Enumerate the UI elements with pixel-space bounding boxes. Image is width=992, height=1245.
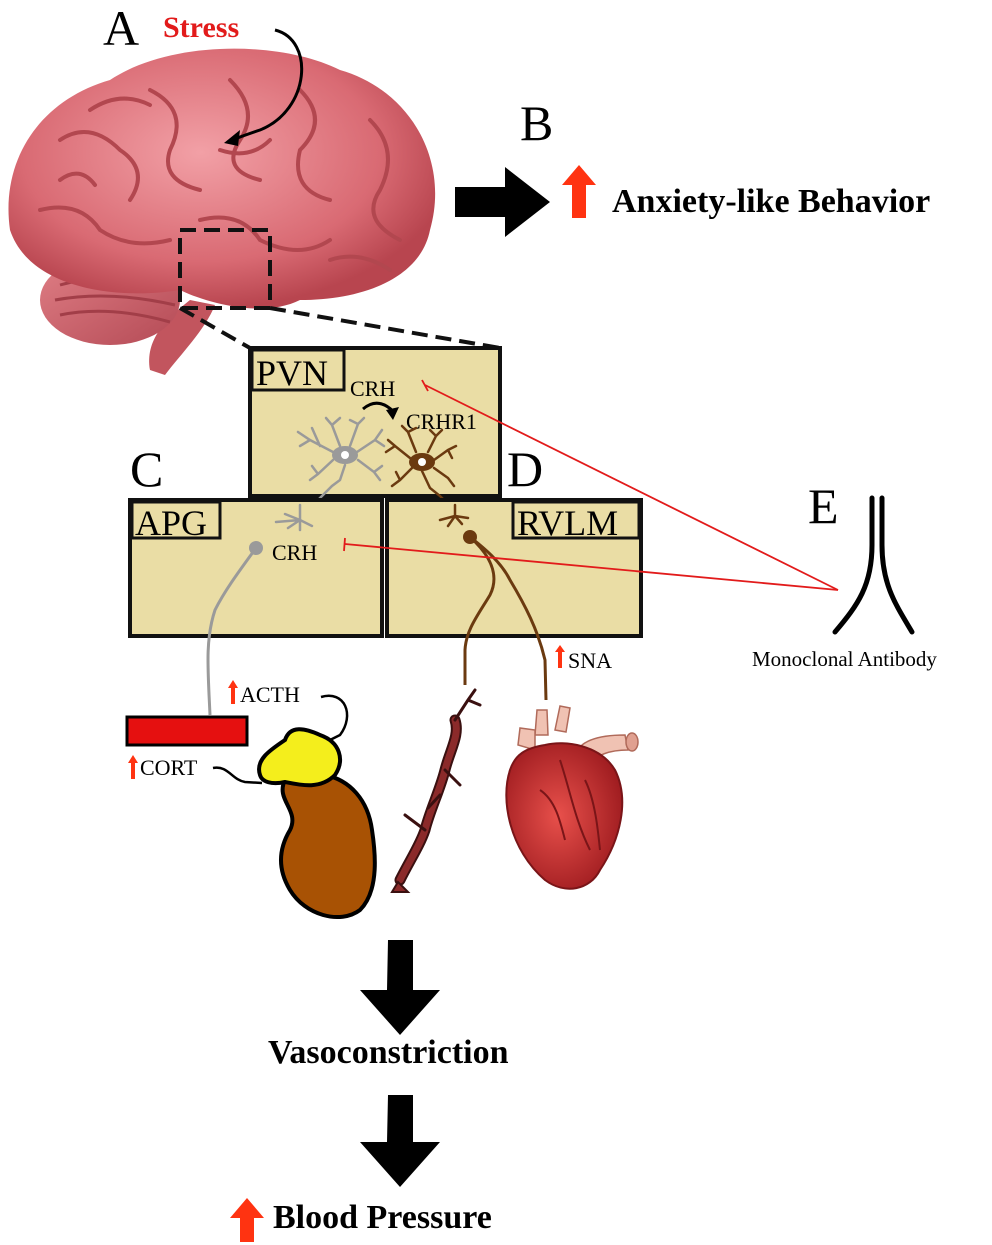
crh-pvn-label: CRH	[350, 376, 395, 401]
apg-label: APG	[135, 503, 207, 543]
blood-vessel-bar	[125, 715, 249, 747]
antibody-label: Monoclonal Antibody	[752, 647, 937, 671]
crhr1-terminal	[438, 503, 470, 528]
up-arrow-icon	[555, 645, 565, 668]
blood-pressure-label: Blood Pressure	[273, 1199, 492, 1236]
up-arrow-icon	[128, 755, 138, 779]
down-arrow-icon	[360, 940, 440, 1035]
sna-label: SNA	[568, 648, 612, 673]
up-arrow-icon	[562, 165, 596, 218]
crh-apg-label: CRH	[272, 540, 317, 565]
antibody-icon	[832, 495, 915, 635]
panel-d-letter: D	[507, 441, 543, 497]
panel-e-letter: E	[808, 478, 839, 534]
rvlm-label: RVLM	[517, 503, 618, 543]
anxiety-label: Anxiety-like Behavior	[612, 183, 930, 220]
up-arrow-icon	[230, 1198, 264, 1242]
cort-label: CORT	[140, 755, 198, 780]
panel-c-letter: C	[130, 441, 163, 497]
pvn-label: PVN	[256, 353, 328, 393]
up-arrow-icon	[228, 680, 238, 704]
antibody-inhibition-lines	[343, 379, 839, 591]
crh-axon-to-adrenal	[206, 547, 258, 716]
crh-terminal	[274, 503, 314, 532]
down-arrow-icon	[455, 167, 550, 237]
panel-a-letter: A	[103, 0, 139, 56]
acth-label: ACTH	[240, 682, 300, 707]
panel-b-letter: B	[520, 95, 553, 151]
crhr1-neuron-icon	[384, 424, 470, 526]
vasoconstriction-label: Vasoconstriction	[268, 1034, 509, 1071]
rvlm-axon-to-heart	[469, 535, 548, 701]
acth-line	[320, 694, 349, 742]
artery-icon	[390, 688, 482, 893]
stress-label: Stress	[163, 11, 239, 44]
brain-icon	[8, 48, 501, 375]
cort-line	[212, 766, 263, 785]
heart-icon	[505, 705, 639, 890]
down-arrow-icon	[360, 1095, 440, 1187]
kidney-adrenal-icon	[257, 727, 377, 920]
rvlm-axon-to-artery	[463, 535, 496, 685]
